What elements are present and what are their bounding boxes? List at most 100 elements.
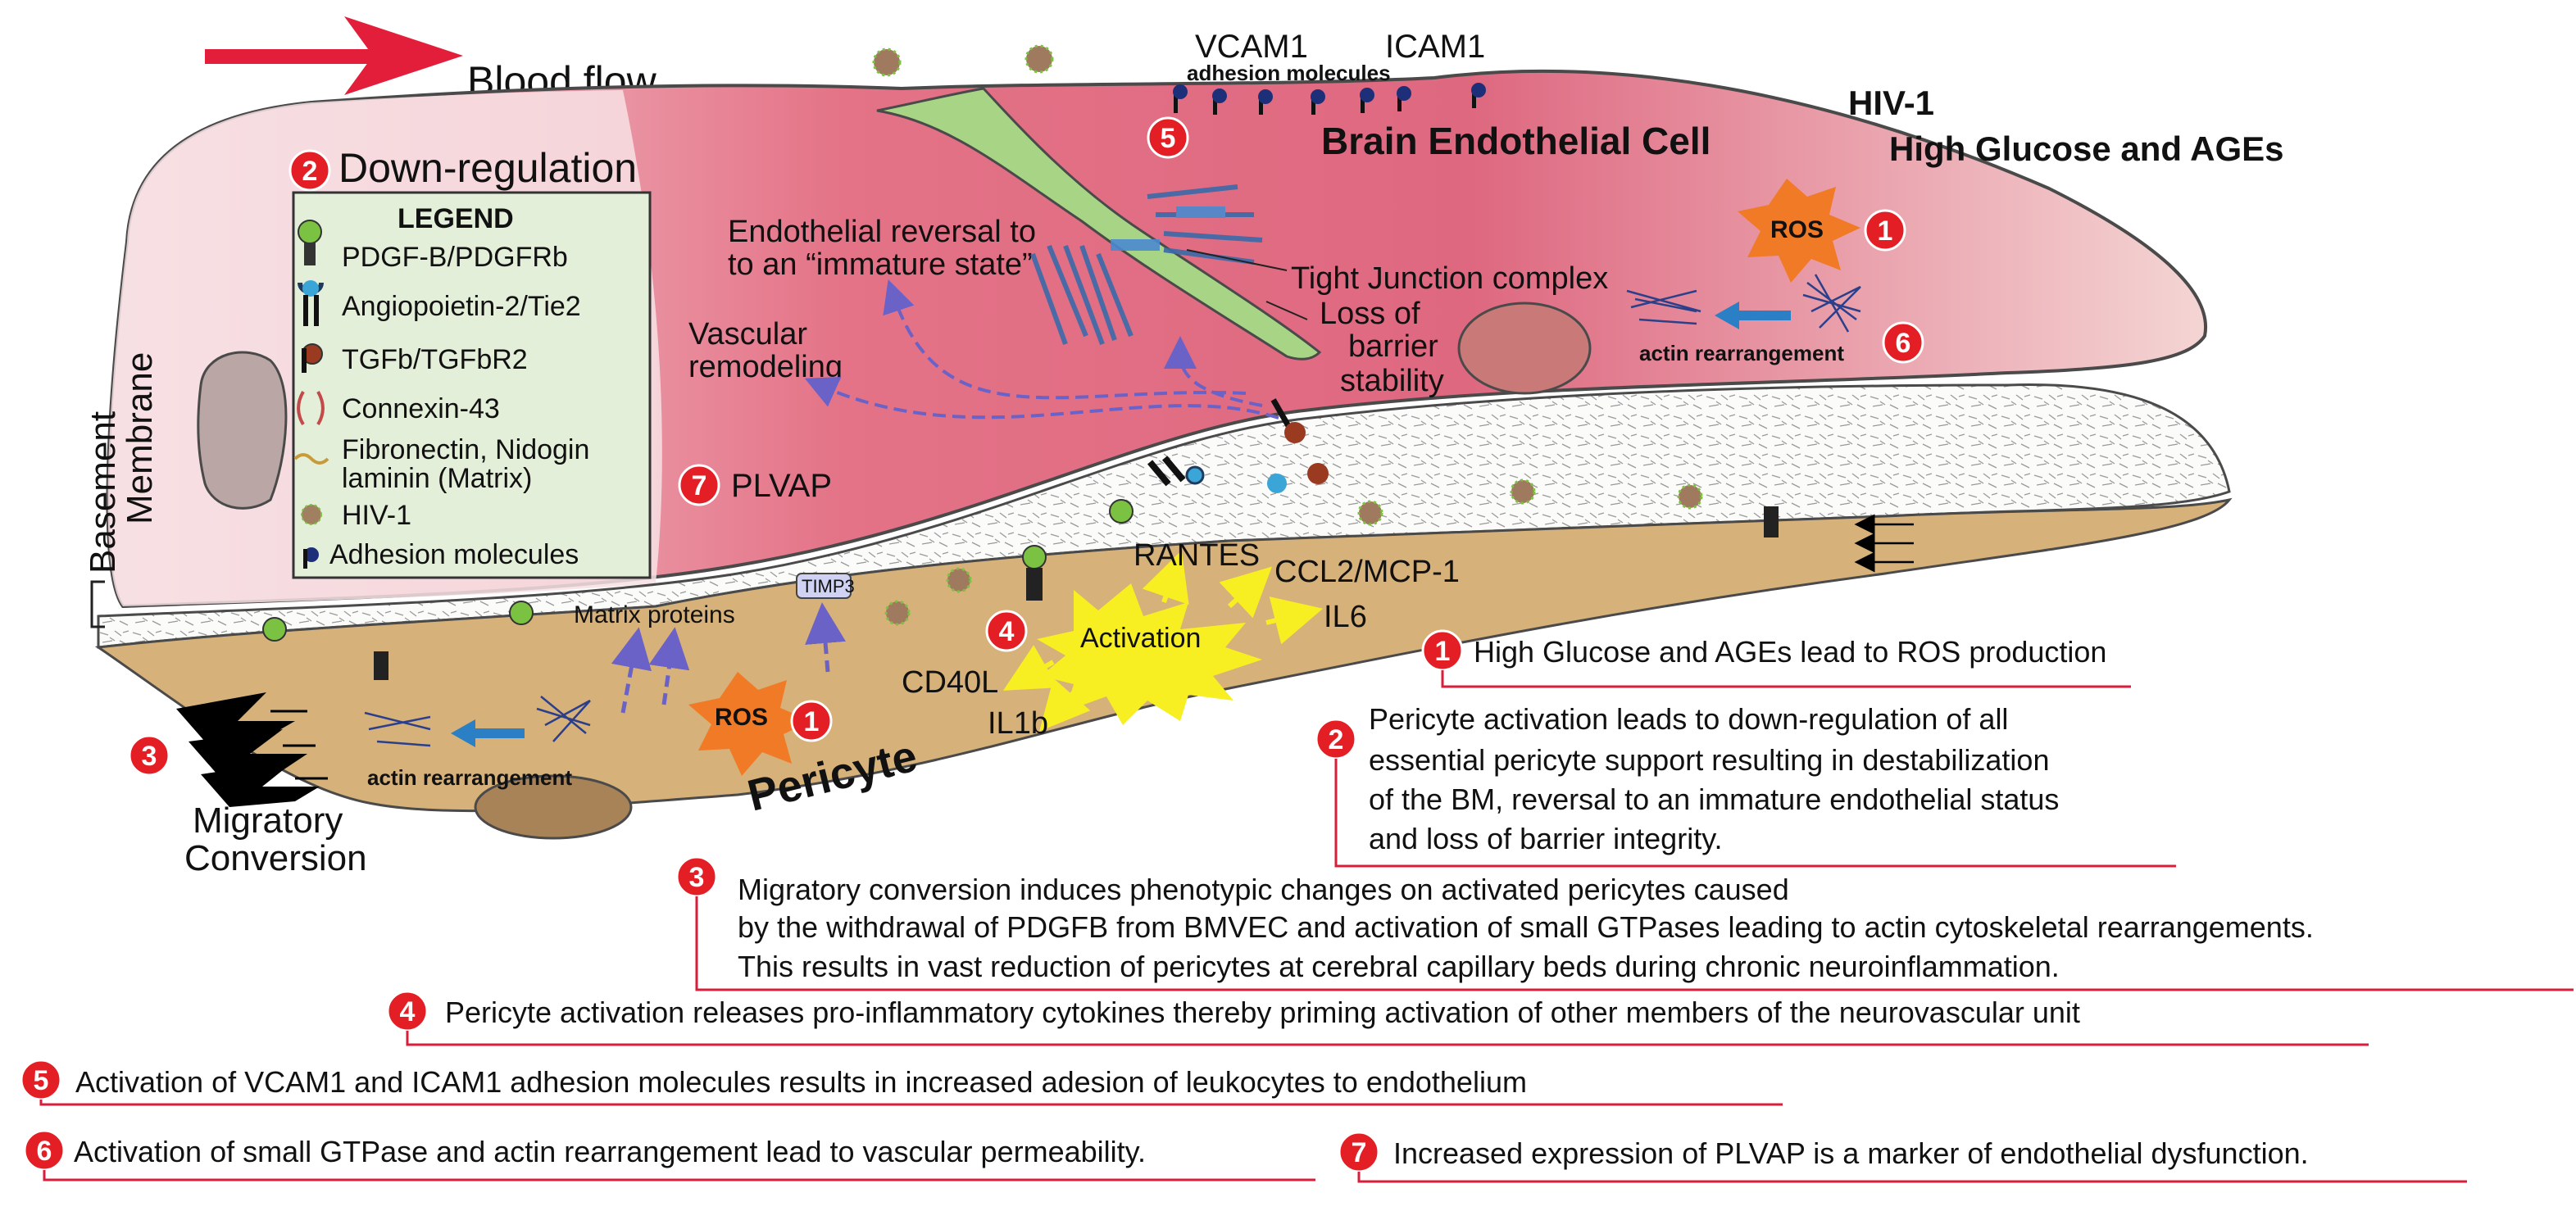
basement-bracket bbox=[90, 580, 105, 628]
legend-item-pdgfb: PDGF-B/PDGFRb bbox=[342, 242, 568, 273]
adhesion-molecule-icon bbox=[304, 547, 319, 562]
tight-junction-filaments bbox=[1030, 184, 1263, 346]
pdgfb-receptor-icon bbox=[298, 220, 322, 244]
blood-flow-arrow-icon bbox=[205, 16, 463, 95]
note-3-line3: This results in vast reduction of pericy… bbox=[738, 950, 2060, 983]
badge-4: 4 bbox=[985, 610, 1028, 652]
plvap-label: PLVAP bbox=[731, 468, 832, 504]
brain-endothelial-cell-label: Brain Endothelial Cell bbox=[1321, 120, 1711, 162]
ros-label-endothelium: ROS bbox=[1770, 216, 1824, 243]
hiv1-label: HIV-1 bbox=[1848, 84, 1934, 122]
note-5-text: Activation of VCAM1 and ICAM1 adhesion m… bbox=[75, 1065, 1527, 1099]
tgfb-receptor-icon bbox=[1270, 398, 1329, 484]
il1b-label: IL1b bbox=[988, 706, 1048, 741]
angiopoietin-tie2-icon bbox=[1147, 456, 1287, 493]
actin-label-endothelium: actin rearrangement bbox=[1639, 341, 1844, 365]
loss-barrier-line1: Loss of bbox=[1320, 297, 1420, 331]
migratory-arrows-icon bbox=[176, 692, 328, 807]
ros-star-icon bbox=[1738, 179, 1860, 283]
note-7-text: Increased expression of PLVAP is a marke… bbox=[1393, 1136, 2309, 1170]
loss-barrier-line3: stability bbox=[1340, 364, 1444, 398]
matrix-arrows bbox=[611, 602, 846, 714]
down-regulation-label: Down-regulation bbox=[338, 145, 637, 191]
il6-label: IL6 bbox=[1324, 600, 1367, 634]
badge-1: 1 bbox=[790, 700, 833, 742]
endothelial-nucleus-left bbox=[197, 351, 288, 510]
cytokine-arrows bbox=[1002, 550, 1324, 732]
vascular-remodeling-line2: remodeling bbox=[688, 350, 843, 384]
badge-2: 2 bbox=[288, 149, 331, 192]
svg-text:6: 6 bbox=[1896, 328, 1911, 359]
svg-text:4: 4 bbox=[400, 996, 416, 1027]
svg-text:4: 4 bbox=[999, 616, 1015, 647]
icam1-label: ICAM1 bbox=[1385, 29, 1485, 65]
svg-text:6: 6 bbox=[37, 1136, 52, 1167]
legend-box: LEGEND PDGF-B/PDGFRb Angiopoietin-2/Tie2… bbox=[292, 191, 652, 579]
note-3-line2: by the withdrawal of PDGFB from BMVEC an… bbox=[738, 910, 2314, 944]
svg-text:2: 2 bbox=[302, 156, 318, 187]
migratory-label-1: Migratory bbox=[193, 801, 343, 841]
note-3-line1: Migratory conversion induces phenotypic … bbox=[738, 873, 1789, 906]
svg-text:1: 1 bbox=[804, 706, 820, 737]
legend-item-hiv: HIV-1 bbox=[342, 500, 411, 531]
legend-item-connexin: Connexin-43 bbox=[342, 393, 500, 424]
timp3-box bbox=[796, 573, 852, 599]
ros-star-icon bbox=[688, 672, 811, 776]
loss-pointer bbox=[1265, 301, 1308, 320]
svg-text:2: 2 bbox=[1329, 724, 1344, 755]
legend-item-fibronectin: Fibronectin, Nidogin bbox=[342, 434, 589, 465]
basement-label-2: Membrane bbox=[120, 352, 160, 524]
svg-text:7: 7 bbox=[692, 470, 707, 501]
svg-text:7: 7 bbox=[1352, 1137, 1367, 1168]
tj-pointer bbox=[1186, 249, 1288, 271]
svg-text:5: 5 bbox=[1161, 123, 1176, 154]
note-3: 3 Migratory conversion induces phenotypi… bbox=[675, 855, 2574, 991]
rantes-label: RANTES bbox=[1134, 538, 1260, 573]
fibronectin-matrix-icon bbox=[293, 453, 329, 465]
adhesion-molecules-label: adhesion molecules bbox=[1187, 61, 1391, 85]
migratory-label-2: Conversion bbox=[184, 838, 367, 878]
note-2: 2 Pericyte activation leads to down-regu… bbox=[1315, 702, 2176, 868]
ccl2-label: CCL2/MCP-1 bbox=[1274, 555, 1460, 589]
legend-item-angiopoietin: Angiopoietin-2/Tie2 bbox=[342, 291, 581, 322]
vcam1-label: VCAM1 bbox=[1195, 29, 1308, 65]
hiv-virion-icon bbox=[301, 504, 322, 525]
note-7: 7 Increased expression of PLVAP is a mar… bbox=[1338, 1131, 2467, 1183]
note-5: 5 Activation of VCAM1 and ICAM1 adhesion… bbox=[20, 1059, 1783, 1106]
badge-1: 1 bbox=[1864, 209, 1906, 252]
pericyte-nucleus bbox=[474, 774, 633, 840]
actin-filament-icon bbox=[364, 696, 591, 747]
tight-junction-label: Tight Junction complex bbox=[1291, 261, 1608, 296]
legend-item-tgfb: TGFb/TGFbR2 bbox=[342, 344, 528, 375]
vascular-remodeling-line1: Vascular bbox=[688, 317, 807, 352]
legend-item-laminin: laminin (Matrix) bbox=[342, 463, 532, 494]
activation-label: Activation bbox=[1080, 623, 1201, 654]
svg-text:3: 3 bbox=[689, 862, 705, 893]
svg-text:1: 1 bbox=[1878, 215, 1893, 247]
tight-junction-strip bbox=[876, 87, 1322, 361]
endothelial-nucleus-right bbox=[1457, 302, 1592, 395]
svg-text:1: 1 bbox=[1435, 636, 1451, 667]
connexin-43-icon bbox=[297, 391, 325, 426]
reversal-arrows bbox=[804, 279, 1279, 420]
badge-7: 7 bbox=[678, 464, 720, 506]
note-4-text: Pericyte activation releases pro-inflamm… bbox=[445, 996, 2080, 1029]
badge-6: 6 bbox=[1882, 321, 1924, 364]
note-2-line4: and loss of barrier integrity. bbox=[1369, 822, 1723, 855]
actin-label-pericyte: actin rearrangement bbox=[367, 765, 572, 790]
note-2-line1: Pericyte activation leads to down-regula… bbox=[1369, 702, 2008, 736]
timp3-label: TIMP3 bbox=[802, 576, 855, 596]
activation-burst-icon bbox=[1037, 583, 1262, 725]
badge-3: 3 bbox=[128, 734, 170, 777]
note-2-line2: essential pericyte support resulting in … bbox=[1369, 743, 2049, 777]
pdgfb-receptor-stalks bbox=[374, 506, 1779, 680]
ros-label-pericyte: ROS bbox=[715, 704, 768, 731]
note-1-text: High Glucose and AGEs lead to ROS produc… bbox=[1474, 635, 2106, 669]
legend-title: LEGEND bbox=[398, 203, 514, 234]
adhesion-molecules-row bbox=[1173, 83, 1486, 115]
note-6-text: Activation of small GTPase and actin rea… bbox=[74, 1135, 1146, 1168]
note-6: 6 Activation of small GTPase and actin r… bbox=[23, 1129, 1315, 1182]
note-4: 4 Pericyte activation releases pro-infla… bbox=[386, 990, 2369, 1046]
